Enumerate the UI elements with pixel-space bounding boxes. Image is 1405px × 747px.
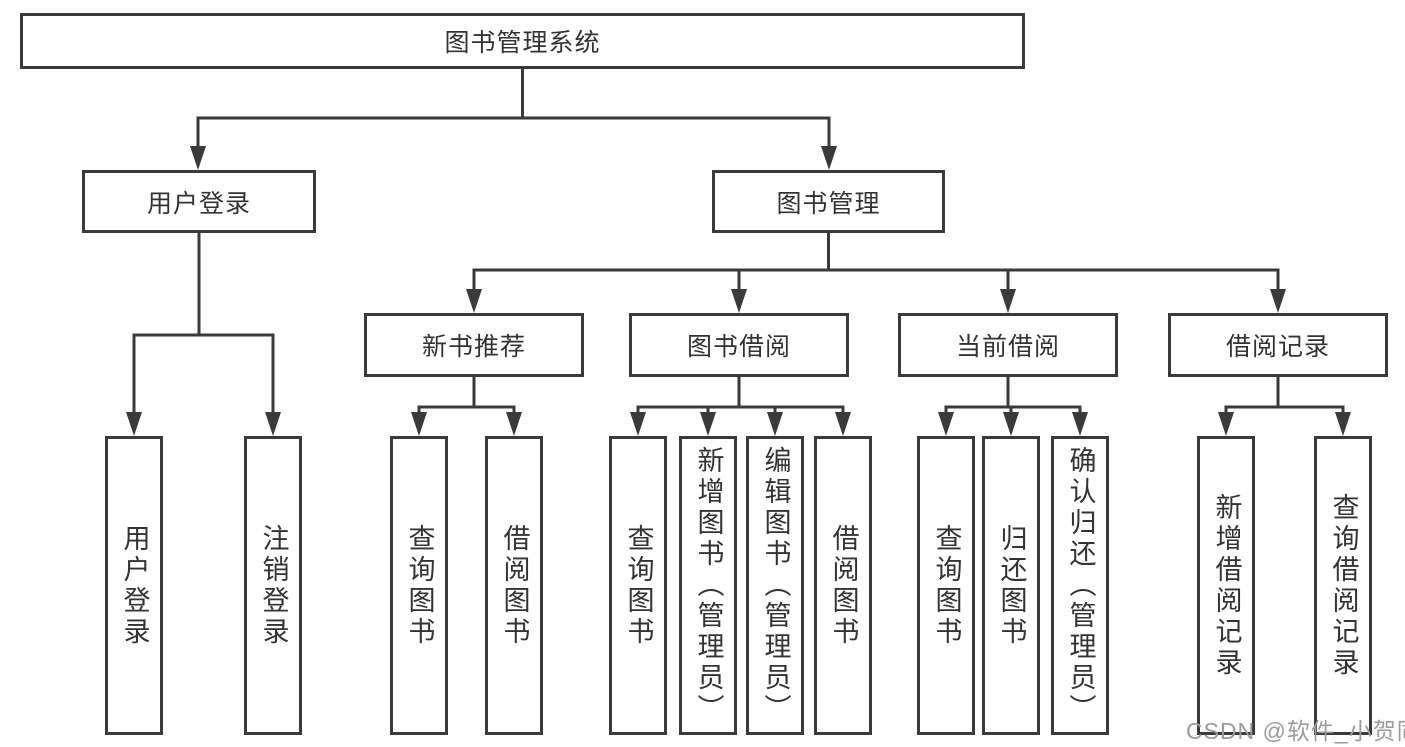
leaf-confirm-return-admin-label: 确认归还（管理员） — [1065, 446, 1096, 725]
node-root-label: 图书管理系统 — [444, 29, 601, 57]
leaf-newbook-borrow: 借阅图书 — [485, 436, 543, 735]
leaf-edit-books-admin: 编辑图书（管理员） — [746, 436, 804, 735]
leaf-user-login: 用户登录 — [105, 436, 163, 735]
node-user-login-label: 用户登录 — [146, 189, 251, 218]
leaf-edit-books-admin-label: 编辑图书（管理员） — [760, 446, 791, 725]
leaf-current-query-books: 查询图书 — [917, 436, 975, 735]
node-root: 图书管理系统 — [20, 13, 1025, 69]
node-borrow-records-label: 借阅记录 — [1225, 333, 1330, 361]
csdn-watermark: CSDN @软件_小贺同学 — [1186, 718, 1405, 744]
leaf-borrow-query-books-label: 查询图书 — [623, 523, 654, 648]
node-book-management-label: 图书管理 — [776, 189, 881, 218]
leaf-user-login-label: 用户登录 — [119, 523, 150, 648]
leaf-newbook-query-label: 查询图书 — [404, 523, 435, 648]
leaf-logout: 注销登录 — [244, 436, 302, 735]
leaf-add-borrow-record: 新增借阅记录 — [1197, 436, 1255, 735]
leaf-logout-label: 注销登录 — [258, 523, 289, 648]
leaf-borrow-books: 借阅图书 — [814, 436, 872, 735]
node-new-book-recommend-label: 新书推荐 — [421, 333, 526, 361]
leaf-add-books-admin-label: 新增图书（管理员） — [693, 446, 724, 725]
leaf-newbook-borrow-label: 借阅图书 — [499, 523, 530, 648]
node-borrow-records: 借阅记录 — [1168, 313, 1388, 377]
leaf-return-books: 归还图书 — [982, 436, 1040, 735]
node-user-login: 用户登录 — [82, 170, 316, 233]
leaf-borrow-books-label: 借阅图书 — [828, 523, 859, 648]
node-current-borrow-label: 当前借阅 — [955, 333, 1060, 361]
leaf-borrow-query-books: 查询图书 — [609, 436, 667, 735]
node-book-management: 图书管理 — [712, 170, 945, 233]
leaf-current-query-books-label: 查询图书 — [931, 523, 962, 648]
leaf-newbook-query: 查询图书 — [390, 436, 448, 735]
leaf-query-borrow-record-label: 查询借阅记录 — [1328, 492, 1359, 679]
node-book-borrow-label: 图书借阅 — [686, 333, 791, 361]
node-current-borrow: 当前借阅 — [898, 313, 1118, 377]
leaf-query-borrow-record: 查询借阅记录 — [1314, 436, 1372, 735]
leaf-add-borrow-record-label: 新增借阅记录 — [1211, 492, 1242, 679]
node-new-book-recommend: 新书推荐 — [364, 313, 584, 377]
node-book-borrow: 图书借阅 — [629, 313, 849, 377]
leaf-return-books-label: 归还图书 — [996, 523, 1027, 648]
leaf-confirm-return-admin: 确认归还（管理员） — [1051, 436, 1109, 735]
leaf-add-books-admin: 新增图书（管理员） — [679, 436, 737, 735]
